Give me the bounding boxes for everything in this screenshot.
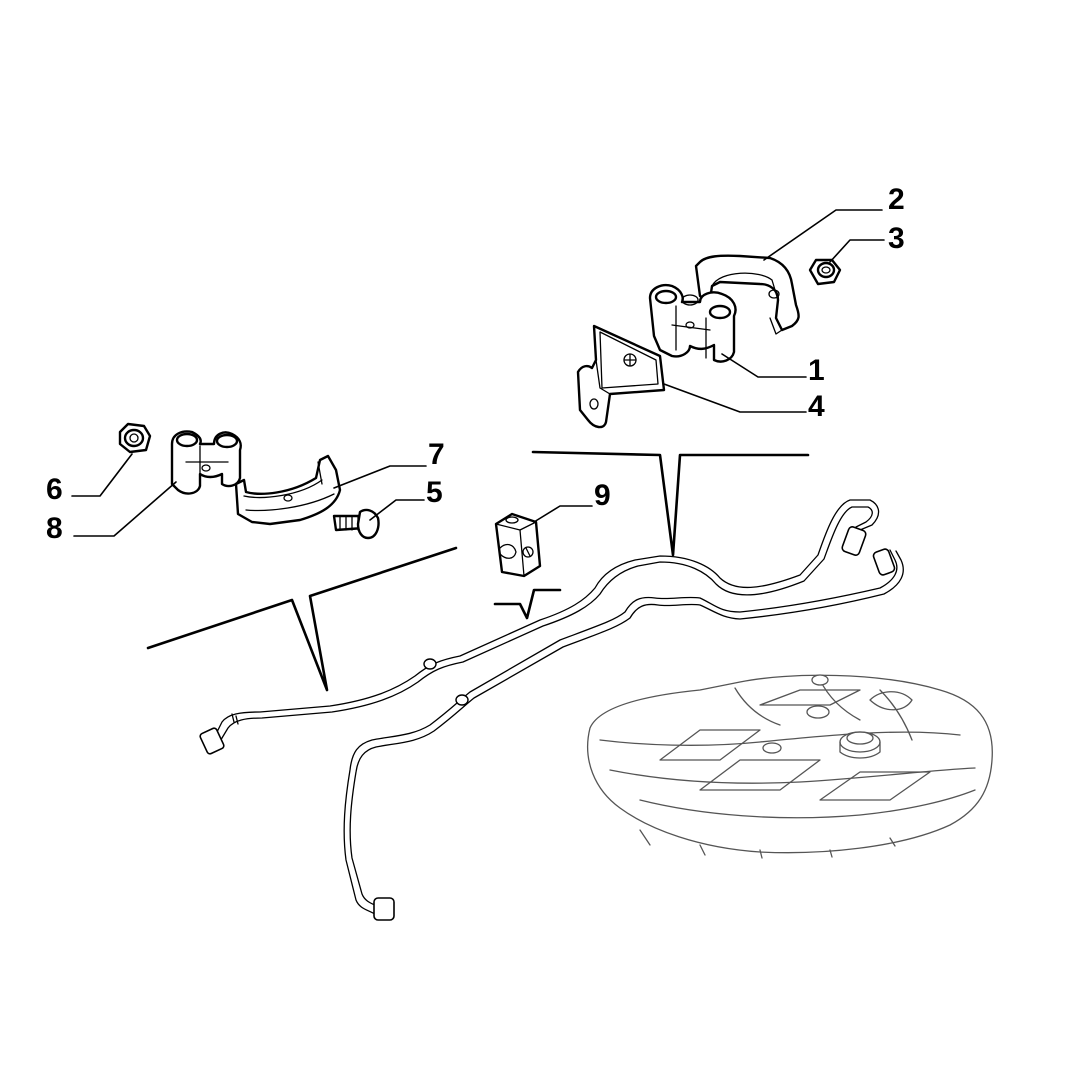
callout-9: 9 bbox=[594, 479, 611, 512]
callout-6: 6 bbox=[46, 473, 63, 506]
part-7-bracket bbox=[234, 454, 342, 526]
leader-4 bbox=[663, 383, 807, 413]
leader-6 bbox=[71, 453, 133, 497]
callout-1: 1 bbox=[808, 354, 825, 387]
callout-4: 4 bbox=[808, 390, 825, 423]
part-3-nut bbox=[808, 258, 842, 286]
fuel-tank bbox=[586, 674, 993, 859]
part-2-bracket bbox=[694, 254, 800, 335]
leader-3 bbox=[829, 239, 885, 263]
callout-labels: 2 3 1 4 7 5 9 6 8 bbox=[46, 183, 905, 545]
callout-7: 7 bbox=[428, 438, 445, 471]
callout-8: 8 bbox=[46, 512, 63, 545]
part-6-nut bbox=[118, 422, 152, 454]
part-1-pipe-clip bbox=[648, 284, 737, 363]
fuel-pipes bbox=[199, 499, 904, 921]
callout-5: 5 bbox=[426, 476, 443, 509]
part-5-bolt bbox=[332, 508, 380, 540]
leader-7 bbox=[333, 465, 427, 489]
callout-2: 2 bbox=[888, 183, 905, 216]
part-9-rubber-block bbox=[494, 512, 542, 578]
leader-1 bbox=[721, 353, 807, 378]
part-4-mounting-plate bbox=[576, 324, 666, 429]
callout-3: 3 bbox=[888, 222, 905, 255]
part-8-pipe-clip bbox=[170, 430, 242, 495]
leader-9 bbox=[533, 505, 593, 523]
group-indicator-lines bbox=[146, 450, 810, 692]
leader-2 bbox=[763, 209, 883, 261]
leader-lines bbox=[71, 209, 885, 537]
leader-5 bbox=[369, 499, 425, 521]
leader-8 bbox=[73, 481, 177, 537]
